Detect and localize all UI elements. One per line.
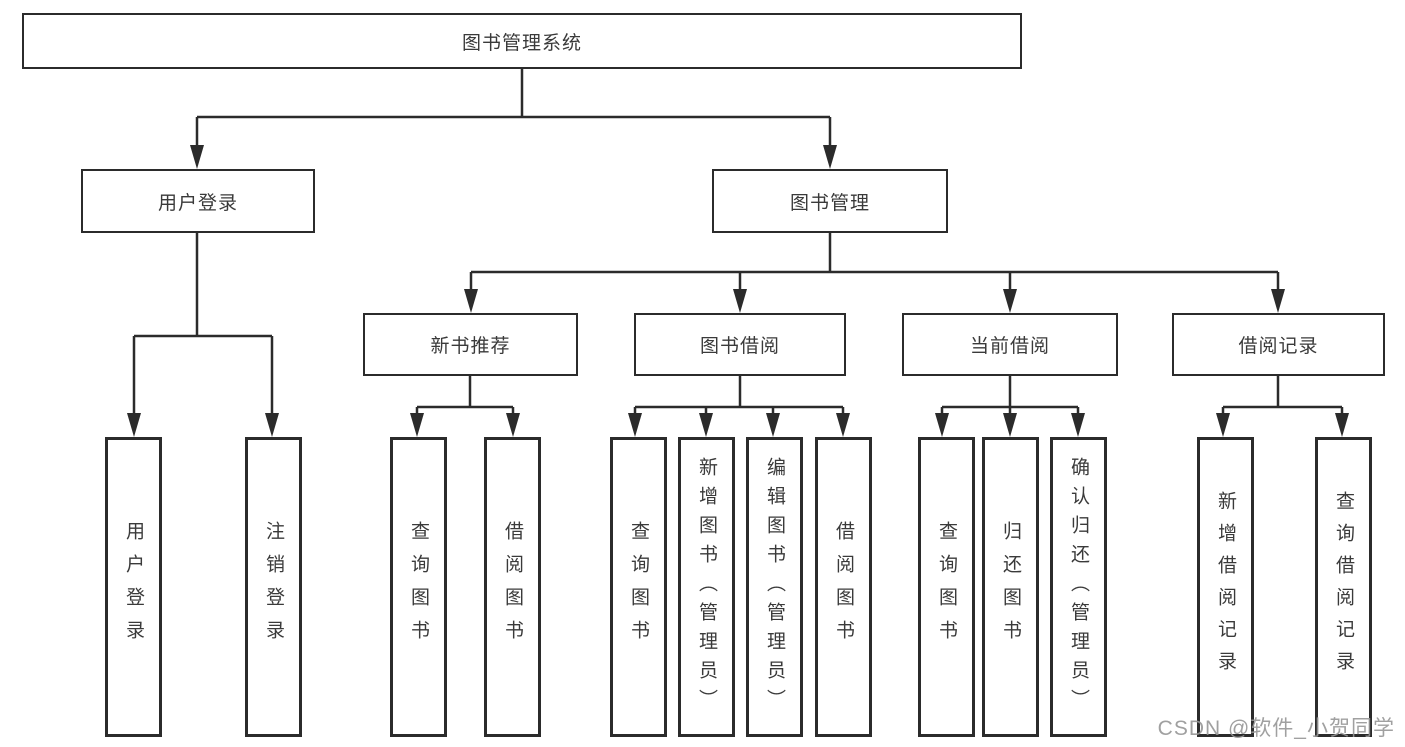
leaf-borrow-book-borrow: 借阅图书 (815, 437, 872, 737)
leaf-query-borrow-record: 查询借阅记录 (1315, 437, 1372, 737)
node-label: 用户登录 (123, 521, 144, 653)
node-root-system: 图书管理系统 (22, 13, 1022, 69)
leaf-logout: 注销登录 (245, 437, 302, 737)
node-label: 借阅图书 (833, 521, 854, 653)
node-new-book-recommend: 新书推荐 (363, 313, 578, 376)
watermark: CSDN @软件_小贺同学 (1157, 717, 1395, 740)
leaf-query-book-recommend: 查询图书 (390, 437, 447, 737)
node-label: 编辑图书（管理员） (764, 456, 785, 718)
node-label: 当前借阅 (969, 336, 1050, 357)
node-label: 查询图书 (628, 521, 649, 653)
leaf-add-book-admin: 新增图书（管理员） (678, 437, 735, 737)
leaf-edit-book-admin: 编辑图书（管理员） (746, 437, 803, 737)
leaf-return-book: 归还图书 (982, 437, 1039, 737)
node-label: 借阅图书 (502, 521, 523, 653)
node-label: 新增图书（管理员） (696, 456, 717, 718)
node-label: 图书借阅 (699, 336, 780, 357)
node-label: 新增借阅记录 (1215, 491, 1236, 683)
node-label: 归还图书 (1000, 521, 1021, 653)
leaf-borrow-book-recommend: 借阅图书 (484, 437, 541, 737)
node-label: 确认归还（管理员） (1068, 456, 1089, 718)
node-label: 查询图书 (936, 521, 957, 653)
node-user-login: 用户登录 (81, 169, 315, 233)
leaf-add-borrow-record: 新增借阅记录 (1197, 437, 1254, 737)
node-label: 查询图书 (408, 521, 429, 653)
node-borrow-records: 借阅记录 (1172, 313, 1385, 376)
leaf-user-login: 用户登录 (105, 437, 162, 737)
arrowheads (127, 145, 1349, 437)
node-label: 查询借阅记录 (1333, 491, 1354, 683)
node-label: 借阅记录 (1238, 336, 1319, 357)
node-book-borrow: 图书借阅 (634, 313, 846, 376)
node-book-management: 图书管理 (712, 169, 948, 233)
leaf-query-book-borrow: 查询图书 (610, 437, 667, 737)
node-label: 图书管理 (789, 192, 870, 214)
node-label: 新书推荐 (430, 336, 511, 357)
leaf-query-book-current: 查询图书 (918, 437, 975, 737)
node-current-borrow: 当前借阅 (902, 313, 1118, 376)
node-label: 用户登录 (157, 192, 238, 214)
leaf-confirm-return-admin: 确认归还（管理员） (1050, 437, 1107, 737)
node-label: 注销登录 (263, 521, 284, 653)
node-label: 图书管理系统 (461, 32, 582, 54)
